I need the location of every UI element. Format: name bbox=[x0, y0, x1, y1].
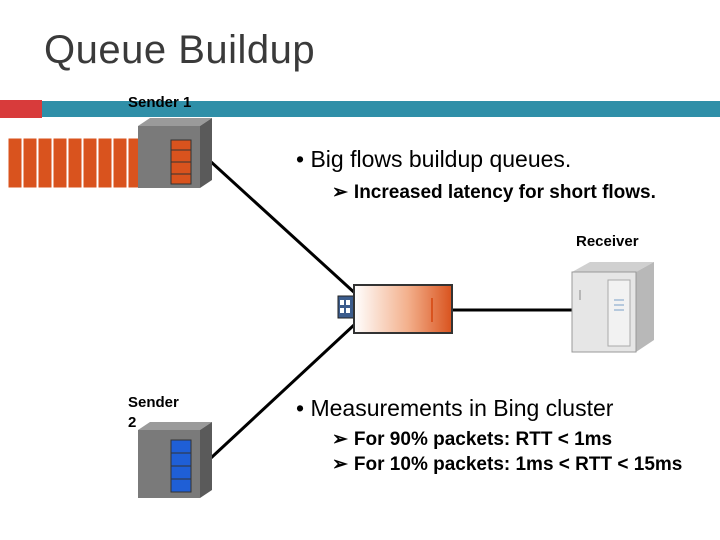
slide-title: Queue Buildup bbox=[44, 28, 316, 72]
arrow-bullet-icon: ➢ bbox=[332, 454, 348, 475]
sub-bullet-text: For 10% packets: 1ms < RTT < 15ms bbox=[353, 454, 683, 475]
big-flow-packets bbox=[7, 137, 143, 189]
title-underline-bar bbox=[42, 101, 720, 117]
sub-bullet: ➢Increased latency for short flows. bbox=[332, 180, 672, 205]
arrow-bullet-icon: ➢ bbox=[332, 429, 348, 450]
bullet-2: • Measurements in Bing cluster bbox=[296, 395, 614, 421]
sender1-server-icon bbox=[138, 118, 212, 188]
arrow-bullet-icon: ➢ bbox=[332, 182, 348, 203]
bullet-1-subs: ➢Increased latency for short flows. bbox=[332, 180, 672, 205]
sender1-label: Sender 1 bbox=[128, 94, 192, 111]
sub-bullet-text: For 90% packets: RTT < 1ms bbox=[353, 429, 613, 450]
switch-queue bbox=[353, 284, 453, 334]
sender2-server-icon bbox=[138, 422, 212, 498]
sender2-label: Sender 2 bbox=[128, 394, 179, 431]
link-sender2-switch bbox=[196, 310, 370, 472]
sub-bullet-text: Increased latency for short flows. bbox=[353, 182, 656, 203]
title-accent-bar bbox=[0, 100, 42, 118]
bullet-2-subs: ➢For 90% packets: RTT < 1ms ➢For 10% pac… bbox=[332, 427, 720, 477]
bullet-2-text: Measurements in Bing cluster bbox=[310, 395, 614, 421]
receiver-server-icon bbox=[571, 262, 654, 353]
sub-bullet: ➢For 90% packets: RTT < 1ms bbox=[332, 427, 720, 452]
receiver-label: Receiver bbox=[576, 233, 639, 250]
switch-icon bbox=[337, 295, 355, 319]
bullet-1-text: Big flows buildup queues. bbox=[310, 146, 572, 172]
sub-bullet: ➢For 10% packets: 1ms < RTT < 15ms bbox=[332, 452, 720, 477]
bullet-1: • Big flows buildup queues. bbox=[296, 146, 572, 172]
link-sender1-switch bbox=[196, 148, 370, 307]
